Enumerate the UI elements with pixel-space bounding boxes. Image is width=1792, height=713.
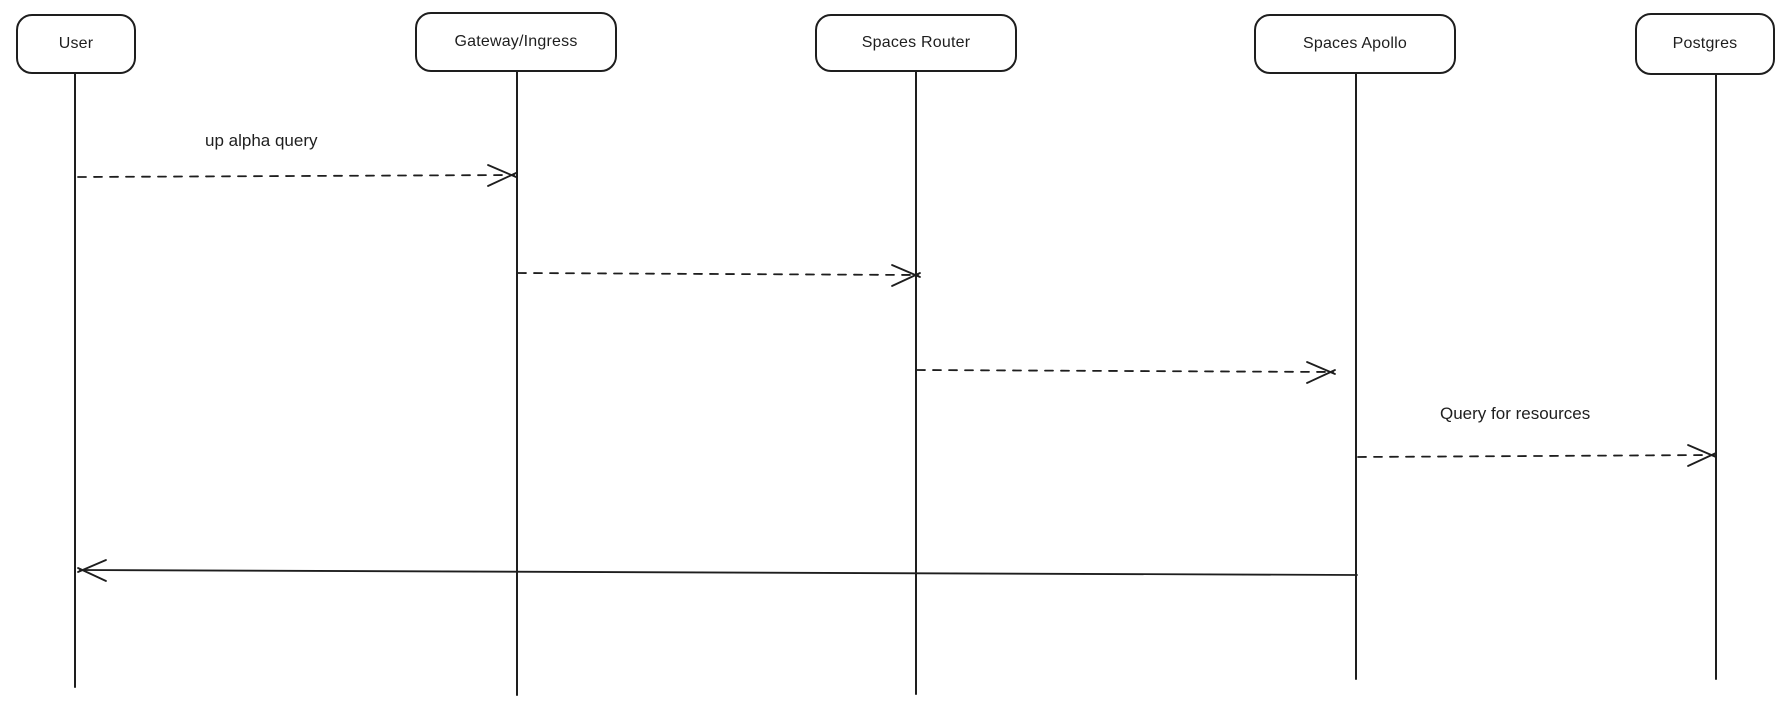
actor-label-user: User bbox=[58, 35, 94, 52]
message-arrow-3-spaces-router-to-spaces-apollo-arrowhead-lower bbox=[1306, 369, 1336, 384]
message-arrow-2-gateway-ingress-to-spaces-router bbox=[517, 272, 919, 276]
message-arrow-2-gateway-ingress-to-spaces-router-arrowhead-lower bbox=[891, 272, 921, 287]
message-arrow-1-user-to-gateway-ingress-arrowhead-lower bbox=[487, 172, 517, 187]
actor-box-spaces-apollo: Spaces Apollo bbox=[1254, 14, 1456, 74]
message-label-4: Query for resources bbox=[1440, 404, 1591, 423]
actor-box-gateway-ingress: Gateway/Ingress bbox=[415, 12, 617, 72]
actor-label-spaces-router: Spaces Router bbox=[861, 34, 971, 51]
actor-box-spaces-router: Spaces Router bbox=[815, 14, 1017, 72]
message-arrow-1-user-to-gateway-ingress bbox=[77, 174, 515, 178]
message-arrow-4-spaces-apollo-to-postgres bbox=[1357, 454, 1715, 458]
message-label-1: up alpha query bbox=[205, 131, 318, 150]
actor-box-postgres: Postgres bbox=[1635, 13, 1775, 75]
actor-label-postgres: Postgres bbox=[1672, 35, 1738, 52]
actor-label-gateway-ingress: Gateway/Ingress bbox=[454, 33, 578, 50]
message-arrow-5-spaces-apollo-to-user-arrowhead-lower bbox=[77, 567, 107, 582]
actor-label-spaces-apollo: Spaces Apollo bbox=[1302, 35, 1407, 52]
message-arrow-3-spaces-router-to-spaces-apollo bbox=[916, 369, 1334, 373]
message-arrow-5-spaces-apollo-to-user bbox=[79, 569, 1358, 576]
message-arrow-4-spaces-apollo-to-postgres-arrowhead-lower bbox=[1687, 452, 1717, 467]
actor-box-user: User bbox=[16, 14, 136, 74]
